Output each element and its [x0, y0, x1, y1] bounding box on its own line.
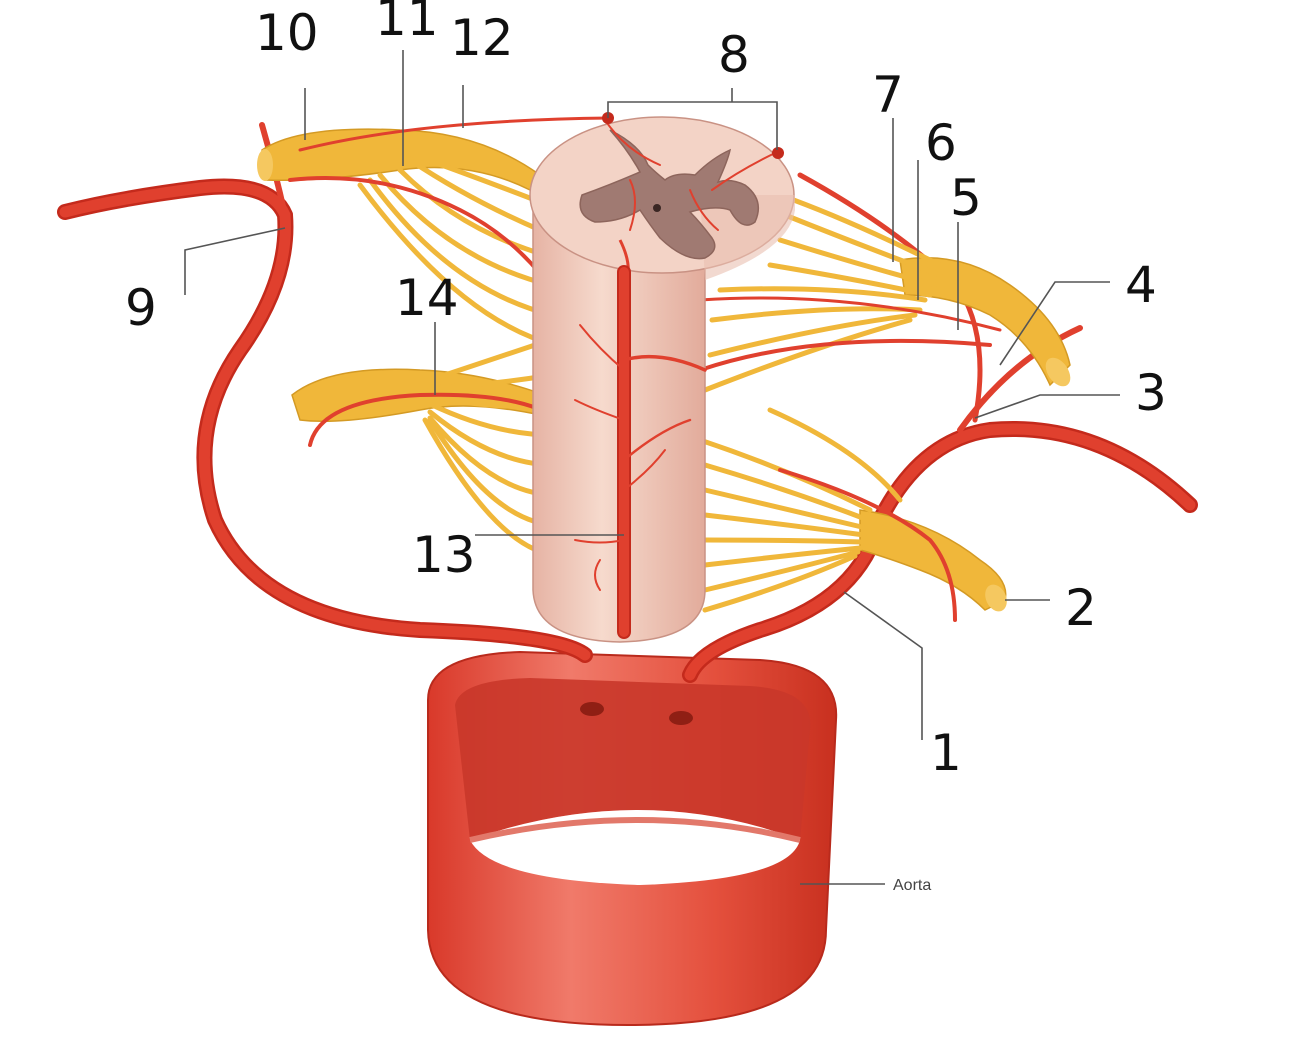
label-5: 5 [950, 169, 982, 227]
right-intercostal-artery [682, 172, 1198, 683]
central-canal [653, 204, 661, 212]
aorta [427, 650, 838, 1027]
label-11: 11 [375, 0, 439, 47]
label-7: 7 [872, 66, 904, 124]
aorta-label: Aorta [893, 877, 931, 894]
leader-3 [974, 394, 1120, 419]
label-1: 1 [930, 724, 962, 782]
right-ventral-root [697, 407, 1007, 622]
label-12: 12 [450, 9, 514, 67]
leader-lines [184, 50, 1120, 885]
leader-1 [843, 591, 923, 740]
posterior-spinal-artery-right [772, 147, 784, 159]
label-9: 9 [125, 279, 157, 337]
left-ventral-root [291, 337, 563, 558]
aorta-ostium-left [580, 702, 604, 716]
grey-matter [579, 129, 760, 260]
label-14: 14 [395, 269, 459, 327]
right-dorsal-root [698, 192, 1071, 393]
leader-4 [999, 281, 1110, 366]
label-3: 3 [1135, 364, 1167, 422]
number-labels: 1 2 3 4 5 6 7 8 9 10 11 12 13 14 Aorta [125, 0, 1167, 894]
leader-8-bracket [607, 101, 778, 150]
label-13: 13 [412, 526, 476, 584]
aorta-ostium-right [669, 711, 693, 725]
leader-9 [184, 227, 286, 295]
left-dorsal-root [257, 116, 612, 348]
spinal-cord [529, 112, 795, 643]
label-6: 6 [925, 114, 957, 172]
label-4: 4 [1125, 256, 1157, 314]
label-8: 8 [718, 26, 750, 84]
label-2: 2 [1065, 579, 1097, 637]
label-10: 10 [255, 4, 319, 62]
